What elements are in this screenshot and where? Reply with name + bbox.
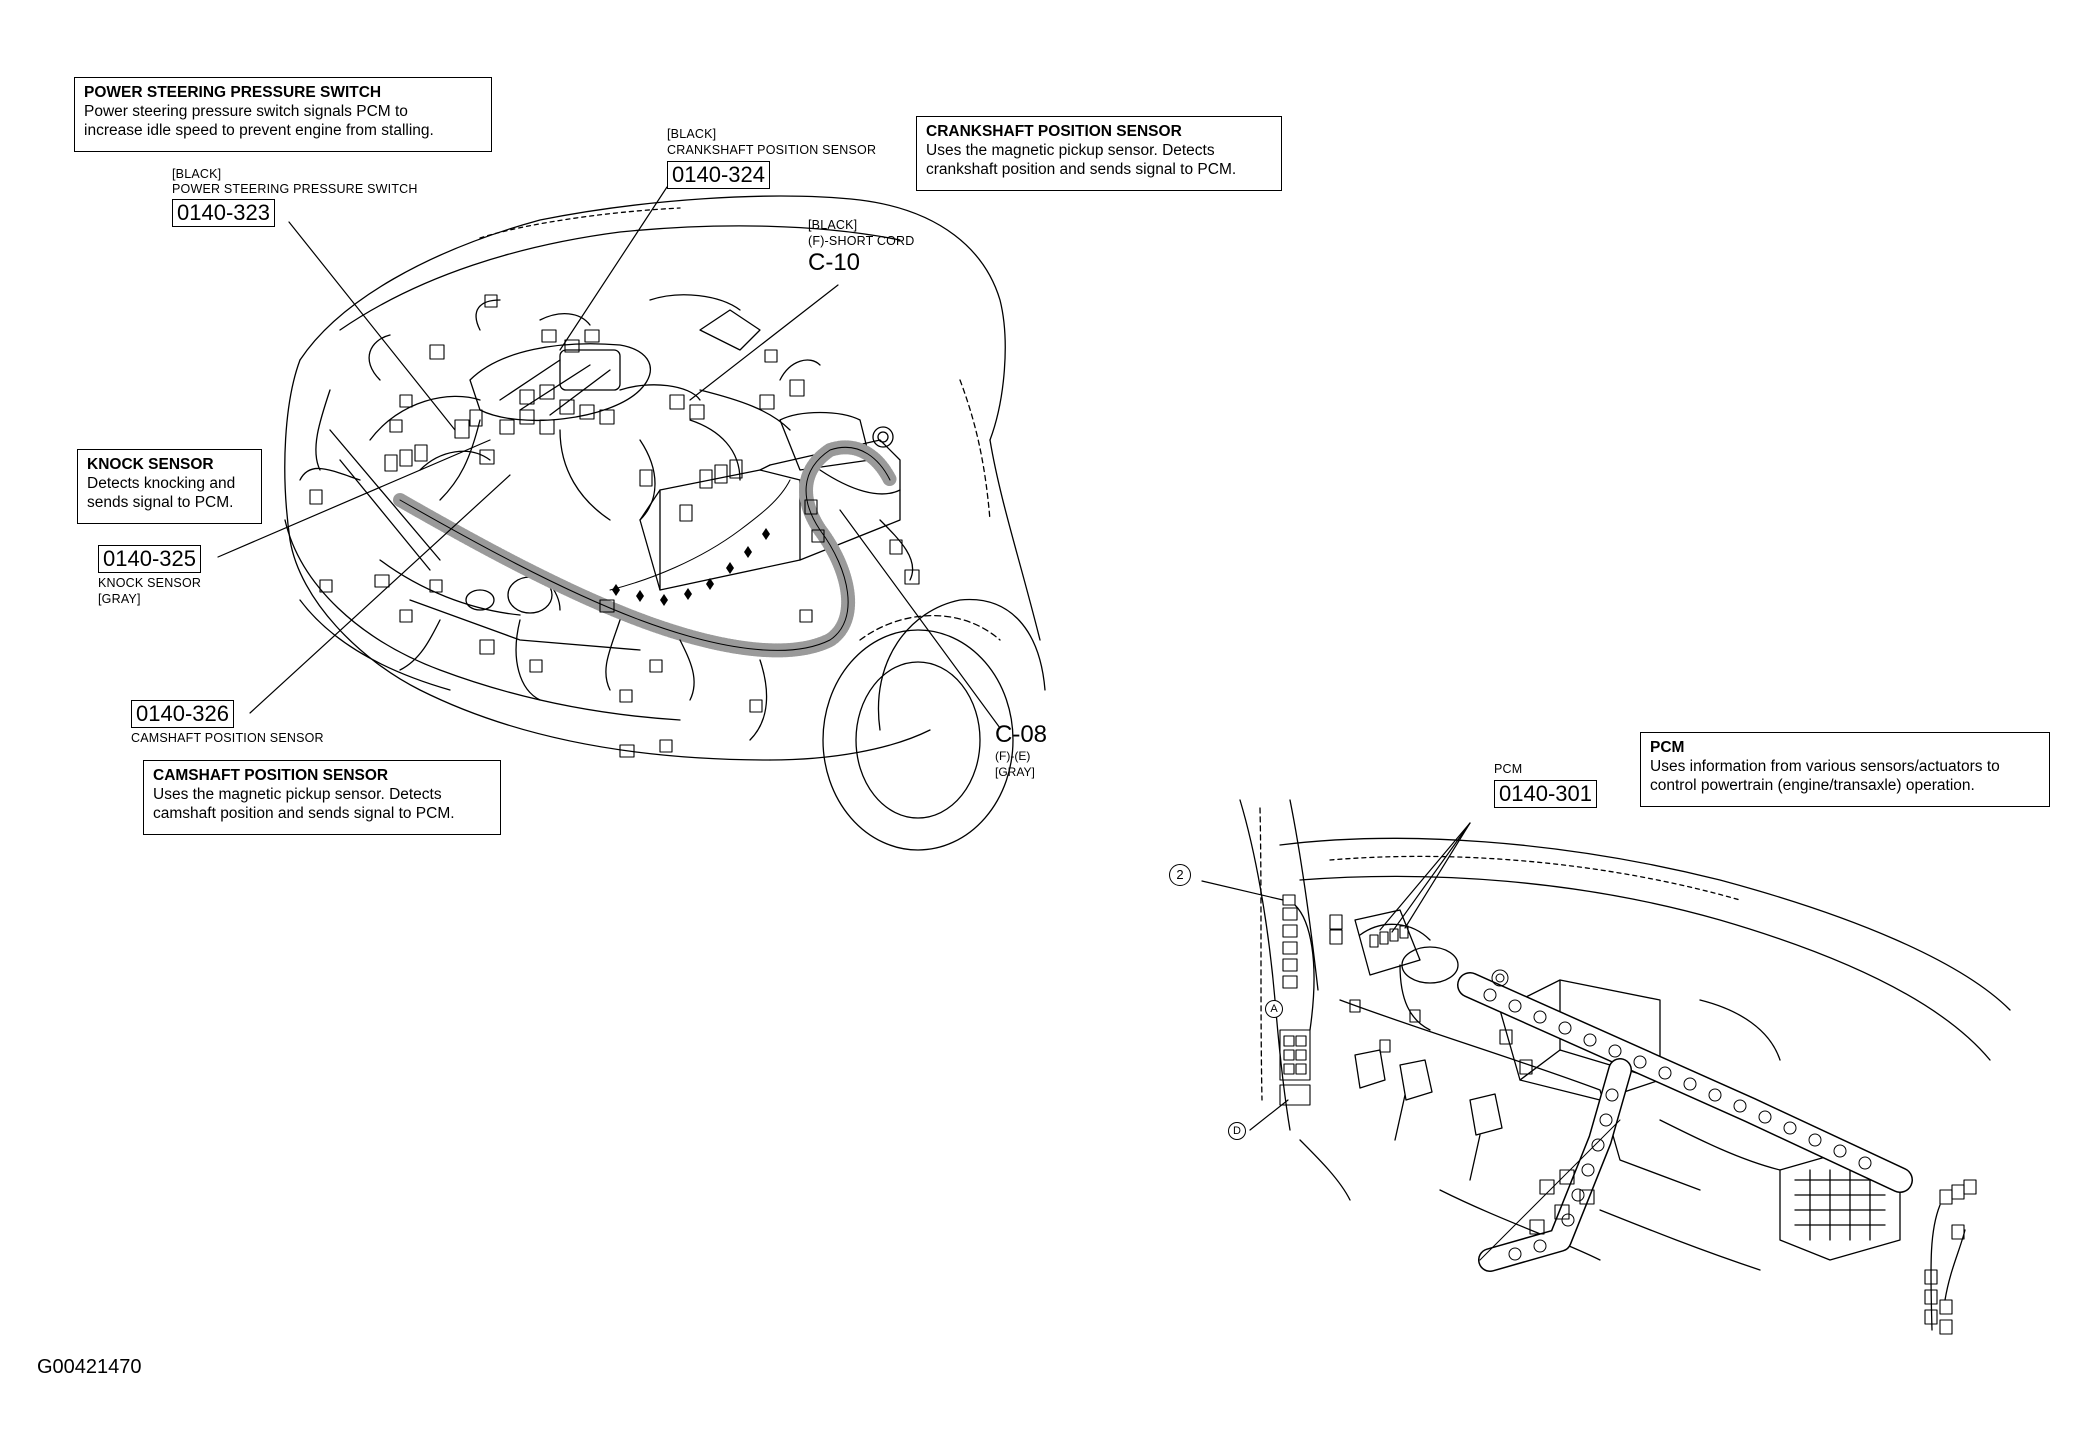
connector-301-code: 0140-301 <box>1494 780 1597 808</box>
dashboard-drawing <box>1239 799 2011 1335</box>
callout-title: KNOCK SENSOR <box>87 456 214 473</box>
connector-c10-code: C-10 <box>808 249 861 276</box>
leader-lines-dashboard <box>1201 822 1471 1131</box>
connector-324-color: [BLACK] <box>667 127 717 141</box>
callout-text: Uses the magnetic pickup sensor. Detects <box>153 786 442 803</box>
callout-title: CAMSHAFT POSITION SENSOR <box>153 767 389 784</box>
connector-301-name: PCM <box>1494 762 1523 776</box>
callout-text: Power steering pressure switch signals P… <box>84 103 408 120</box>
callout-text: crankshaft position and sends signal to … <box>926 161 1237 178</box>
callout-text: sends signal to PCM. <box>87 494 234 511</box>
connector-323-name: POWER STEERING PRESSURE SWITCH <box>172 182 418 196</box>
callout-pcm: PCM Uses information from various sensor… <box>1640 732 2050 807</box>
callout-crankshaft-position-sensor: CRANKSHAFT POSITION SENSOR Uses the magn… <box>916 116 1282 191</box>
callout-text: control powertrain (engine/transaxle) op… <box>1650 777 1975 794</box>
callout-camshaft-position-sensor: CAMSHAFT POSITION SENSOR Uses the magnet… <box>143 760 501 835</box>
connector-326-name: CAMSHAFT POSITION SENSOR <box>131 731 324 745</box>
callout-text: Uses the magnetic pickup sensor. Detects <box>926 142 1215 159</box>
marker-2: 2 <box>1169 864 1191 886</box>
connector-c10-color: [BLACK] <box>808 218 858 232</box>
callout-title: CRANKSHAFT POSITION SENSOR <box>926 123 1182 140</box>
marker-a: A <box>1265 1000 1283 1018</box>
callout-knock-sensor: KNOCK SENSOR Detects knocking and sends … <box>77 449 262 524</box>
engine-compartment-drawing <box>284 195 1046 851</box>
callout-text: Uses information from various sensors/ac… <box>1650 758 2000 775</box>
connector-326-code: 0140-326 <box>131 700 234 728</box>
connector-324-code: 0140-324 <box>667 161 770 189</box>
connector-325-code: 0140-325 <box>98 545 201 573</box>
connector-c10-name: (F)-SHORT CORD <box>808 234 915 248</box>
marker-d: D <box>1228 1122 1246 1140</box>
connector-c08-color: [GRAY] <box>995 765 1035 779</box>
connector-325-name: KNOCK SENSOR <box>98 576 202 590</box>
connector-323-code: 0140-323 <box>172 199 275 227</box>
callout-title: POWER STEERING PRESSURE SWITCH <box>84 84 382 101</box>
callout-text: increase idle speed to prevent engine fr… <box>84 122 434 139</box>
callout-text: camshaft position and sends signal to PC… <box>153 805 455 822</box>
connector-325-color: [GRAY] <box>98 592 141 606</box>
callout-title: PCM <box>1650 739 1685 756</box>
connector-c08-code: C-08 <box>995 721 1048 748</box>
connector-323-color: [BLACK] <box>172 167 222 181</box>
leader-lines-engine <box>217 186 1001 729</box>
connector-324-name: CRANKSHAFT POSITION SENSOR <box>667 143 877 157</box>
callout-text: Detects knocking and <box>87 475 236 492</box>
figure-id: G00421470 <box>37 1356 142 1378</box>
connector-c08-name: (F)-(E) <box>995 749 1031 763</box>
callout-power-steering-pressure-switch: POWER STEERING PRESSURE SWITCH Power ste… <box>74 77 492 152</box>
